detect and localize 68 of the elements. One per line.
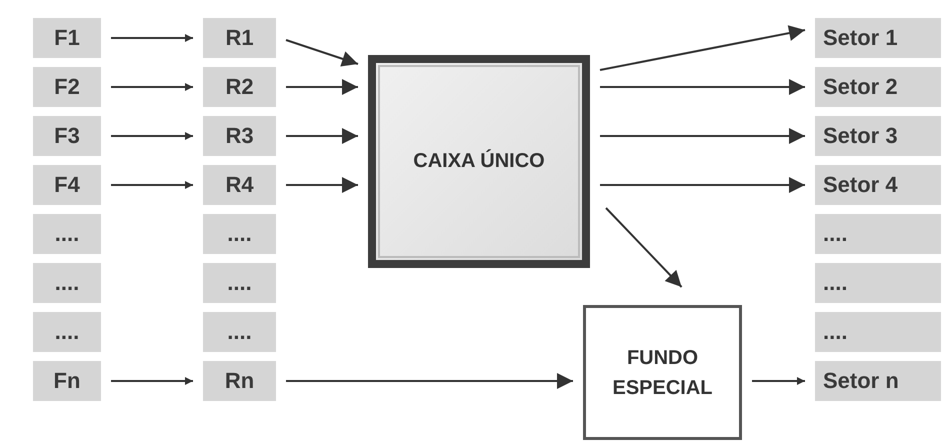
box-label: Rn xyxy=(224,368,254,394)
item-box xyxy=(815,18,941,58)
item-box xyxy=(33,312,101,352)
item-box xyxy=(815,312,941,352)
item-box xyxy=(815,214,941,254)
item-box xyxy=(33,18,101,58)
box-label: FUNDO ESPECIAL xyxy=(611,346,714,400)
arrow xyxy=(752,377,805,385)
item-box xyxy=(815,263,941,303)
arrow xyxy=(600,128,805,144)
item-box xyxy=(203,214,276,254)
box-label: F2 xyxy=(54,74,80,100)
box-label: F3 xyxy=(54,123,80,149)
box-label: .... xyxy=(823,319,848,345)
item-box xyxy=(33,116,101,156)
item-box xyxy=(815,165,941,205)
arrow xyxy=(286,79,358,95)
arrow xyxy=(111,181,193,189)
item-box xyxy=(33,165,101,205)
arrow xyxy=(600,25,806,71)
box-label: Setor n xyxy=(823,368,899,394)
box-label: Setor 4 xyxy=(823,172,898,198)
item-box xyxy=(203,67,276,107)
box-label: .... xyxy=(227,270,252,296)
item-box xyxy=(33,263,101,303)
item-box xyxy=(203,18,276,58)
box-label: R2 xyxy=(225,74,254,100)
arrow xyxy=(286,128,358,144)
box-label: R3 xyxy=(225,123,254,149)
item-box xyxy=(33,67,101,107)
item-box xyxy=(33,214,101,254)
box-label: Setor 1 xyxy=(823,25,898,51)
box-label: F1 xyxy=(54,25,80,51)
box-label: F4 xyxy=(54,172,80,198)
box-label: Setor 3 xyxy=(823,123,898,149)
item-box xyxy=(815,361,941,401)
box-label: R4 xyxy=(225,172,254,198)
item-box xyxy=(203,263,276,303)
box-label: Fn xyxy=(54,368,80,394)
box-label: R1 xyxy=(225,25,254,51)
box-label: .... xyxy=(54,319,80,345)
box-label: CAIXA ÚNICO xyxy=(413,150,545,173)
box-label: Setor 2 xyxy=(823,74,898,100)
arrow xyxy=(600,79,805,95)
fund-box xyxy=(368,55,590,268)
box-label: .... xyxy=(54,270,80,296)
item-box xyxy=(203,116,276,156)
arrow xyxy=(111,132,193,140)
item-box xyxy=(203,361,276,401)
box-label: .... xyxy=(823,270,848,296)
arrow xyxy=(600,177,805,193)
box-label: .... xyxy=(54,221,80,247)
arrow xyxy=(111,83,193,91)
box-label: .... xyxy=(823,221,848,247)
box-label: .... xyxy=(227,319,252,345)
arrow xyxy=(286,39,358,67)
fund-box xyxy=(583,305,742,440)
item-box xyxy=(203,312,276,352)
item-box xyxy=(815,116,941,156)
item-box xyxy=(203,165,276,205)
box-label: .... xyxy=(227,221,252,247)
arrow xyxy=(111,377,193,385)
arrow xyxy=(286,373,573,389)
arrow xyxy=(111,34,193,42)
item-box xyxy=(815,67,941,107)
arrow xyxy=(286,177,358,193)
arrow xyxy=(605,207,682,288)
item-box xyxy=(33,361,101,401)
